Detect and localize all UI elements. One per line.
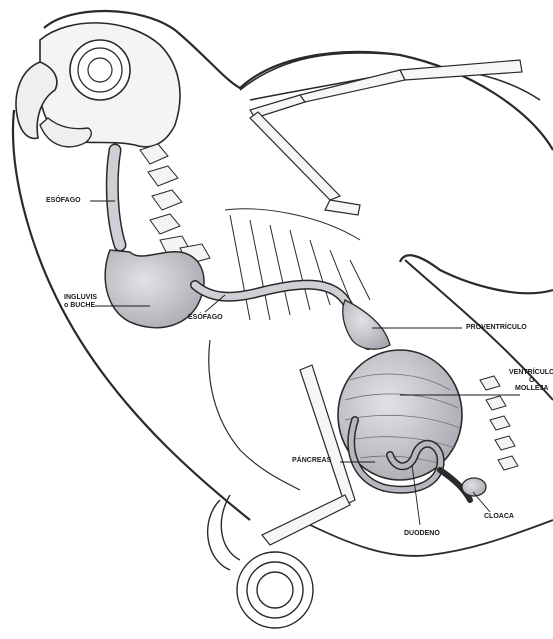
label-esofago-lower: ESÓFAGO — [188, 314, 223, 322]
label-ingluvis-line2: o BUCHE — [64, 302, 97, 310]
label-ventriculo-line3: MOLLEJA — [509, 385, 553, 393]
label-ingluvis: INGLUVIS o BUCHE — [64, 294, 97, 310]
neck-vertebrae — [140, 144, 210, 264]
label-ventriculo: VENTRÍCULO O MOLLEJA — [509, 369, 553, 393]
label-pancreas: PÁNCREAS — [292, 457, 331, 465]
label-ventriculo-line1: VENTRÍCULO — [509, 369, 553, 377]
label-proventriculo: PROVENTRÍCULO — [466, 324, 527, 332]
label-esofago-upper: ESÓFAGO — [46, 197, 81, 205]
wing-bones — [250, 60, 522, 215]
eye-ring — [70, 40, 130, 100]
leader-lines — [90, 201, 520, 525]
proventriculus — [343, 300, 390, 349]
inner-contour — [209, 340, 300, 490]
label-cloaca: CLOACA — [484, 513, 514, 521]
foot — [208, 495, 313, 628]
label-duodeno: DUODENO — [404, 530, 440, 538]
label-ventriculo-line2: O — [509, 377, 553, 385]
label-ingluvis-line1: INGLUVIS — [64, 294, 97, 302]
leader-cloaca — [473, 492, 490, 512]
